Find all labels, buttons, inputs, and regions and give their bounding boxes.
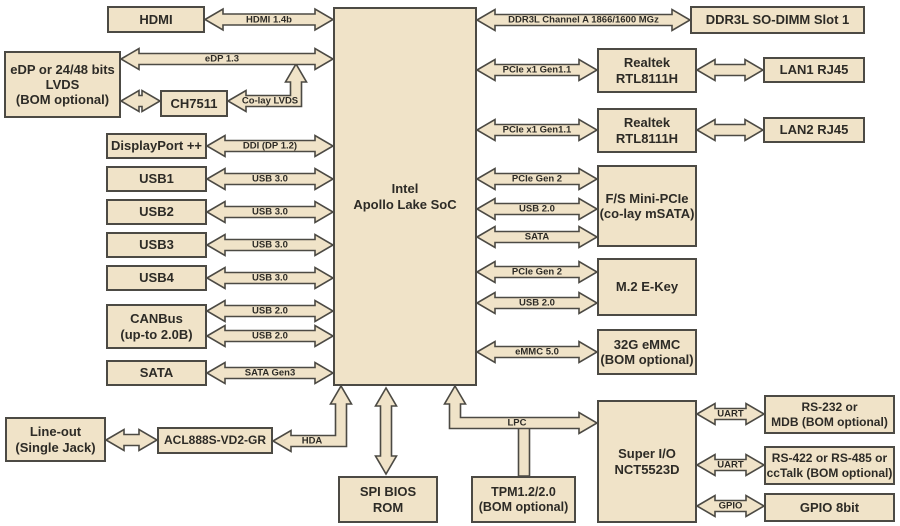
bus-label-satagen3: SATA Gen3: [244, 367, 296, 379]
bus-label-uart1: UART: [717, 408, 744, 420]
bus-label-usb2_m2: USB 2.0: [519, 297, 555, 309]
bus-label-gpio_bus: GPIO: [718, 500, 743, 512]
bus-label-usb3_3: USB 3.0: [252, 239, 288, 251]
node-usb3: USB3: [106, 232, 207, 258]
bus-label-emmc_bus: eMMC 5.0: [515, 346, 559, 358]
node-rtl1: Realtek RTL8111H: [597, 48, 697, 93]
node-label-rs232: RS-232 or MDB (BOM optional): [771, 400, 888, 429]
node-rs232: RS-232 or MDB (BOM optional): [764, 395, 895, 434]
bus-label-colay: Co-lay LVDS: [241, 95, 299, 107]
node-usb1: USB1: [106, 166, 207, 192]
node-hdmi: HDMI: [107, 6, 205, 33]
bus-label-edp_bus: eDP 1.3: [204, 53, 240, 65]
bus-label-usb2_mini: USB 2.0: [519, 203, 555, 215]
bus-label-pcie2: PCIe x1 Gen1.1: [502, 124, 572, 136]
bus-label-usb2_can2: USB 2.0: [252, 330, 288, 342]
node-lan2: LAN2 RJ45: [763, 117, 865, 143]
arrow-hda: [271, 384, 353, 453]
node-alc: ACL888S-VD2-GR: [157, 427, 273, 454]
bus-label-sata_mini: SATA: [524, 231, 550, 243]
node-canbus: CANBus (up-to 2.0B): [106, 304, 207, 349]
bus-label-hda: HDA: [301, 435, 323, 447]
node-label-lineout: Line-out (Single Jack): [15, 424, 96, 455]
node-label-rtl1: Realtek RTL8111H: [615, 55, 679, 86]
node-label-usb4: USB4: [139, 270, 174, 286]
arrow-edp_ch: [119, 89, 162, 113]
node-label-gpio8: GPIO 8bit: [799, 499, 860, 515]
node-label-displayport: DisplayPort ++: [110, 138, 203, 154]
node-label-sata: SATA: [139, 365, 174, 381]
node-label-m2: M.2 E-Key: [615, 279, 679, 295]
bus-label-lpc: LPC: [507, 417, 527, 429]
node-rtl2: Realtek RTL8111H: [597, 108, 697, 153]
node-label-usb1: USB1: [139, 171, 174, 187]
node-edp_lvds: eDP or 24/48 bits LVDS (BOM optional): [4, 51, 121, 118]
node-soc: Intel Apollo Lake SoC: [333, 7, 477, 386]
node-label-canbus: CANBus (up-to 2.0B): [120, 311, 193, 342]
node-label-usb2: USB2: [139, 204, 174, 220]
node-label-alc: ACL888S-VD2-GR: [163, 433, 267, 448]
bus-label-usb3_4: USB 3.0: [252, 272, 288, 284]
node-label-tpm: TPM1.2/2.0 (BOM optional): [478, 484, 569, 514]
node-label-lan2: LAN2 RJ45: [779, 122, 849, 138]
bus-label-usb3_2: USB 3.0: [252, 206, 288, 218]
node-label-soc: Intel Apollo Lake SoC: [353, 181, 457, 212]
arrow-rtl2_lan2: [695, 118, 765, 142]
node-label-rs422: RS-422 or RS-485 or ccTalk (BOM optional…: [766, 451, 893, 480]
node-label-ch7511: CH7511: [170, 95, 218, 111]
node-label-usb3: USB3: [139, 237, 174, 253]
node-tpm: TPM1.2/2.0 (BOM optional): [471, 476, 576, 523]
node-spi: SPI BIOS ROM: [338, 476, 438, 523]
node-label-edp_lvds: eDP or 24/48 bits LVDS (BOM optional): [10, 61, 115, 108]
node-label-rtl2: Realtek RTL8111H: [615, 115, 679, 146]
node-ddr: DDR3L SO-DIMM Slot 1: [690, 6, 865, 34]
node-usb4: USB4: [106, 265, 207, 291]
node-label-lan1: LAN1 RJ45: [779, 62, 849, 78]
node-usb2: USB2: [106, 199, 207, 225]
node-superio: Super I/O NCT5523D: [597, 400, 697, 523]
bus-label-pciegen2_a: PCIe Gen 2: [511, 173, 563, 185]
bus-label-ddr_bus: DDR3L Channel A 1866/1600 MGz: [508, 14, 659, 26]
bus-label-pcie1: PCIe x1 Gen1.1: [502, 64, 572, 76]
node-label-minipcie: F/S Mini-PCIe (co-lay mSATA): [599, 190, 695, 221]
arrow-tpm_stem: [517, 423, 531, 477]
bus-label-ddi: DDI (DP 1.2): [242, 140, 298, 152]
node-lineout: Line-out (Single Jack): [5, 417, 106, 462]
node-label-emmc: 32G eMMC (BOM optional): [600, 336, 694, 367]
bus-label-uart2: UART: [717, 459, 744, 471]
node-emmc: 32G eMMC (BOM optional): [597, 329, 697, 375]
node-sata: SATA: [106, 360, 207, 386]
node-label-hdmi: HDMI: [139, 11, 173, 27]
node-label-ddr: DDR3L SO-DIMM Slot 1: [705, 12, 850, 28]
node-gpio8: GPIO 8bit: [764, 493, 895, 522]
node-displayport: DisplayPort ++: [106, 133, 207, 159]
arrow-spi_bus: [374, 386, 398, 476]
bus-label-usb3_1: USB 3.0: [252, 173, 288, 185]
arrow-rtl1_lan1: [695, 58, 765, 82]
node-m2: M.2 E-Key: [597, 258, 697, 316]
node-minipcie: F/S Mini-PCIe (co-lay mSATA): [597, 165, 697, 247]
arrow-lineout_alc: [104, 428, 159, 452]
node-ch7511: CH7511: [160, 90, 228, 117]
bus-label-usb2_can1: USB 2.0: [252, 305, 288, 317]
bus-label-hdmi_bus: HDMI 1.4b: [246, 14, 292, 25]
node-label-superio: Super I/O NCT5523D: [614, 446, 680, 477]
bus-label-pciegen2_b: PCIe Gen 2: [511, 266, 563, 278]
node-rs422: RS-422 or RS-485 or ccTalk (BOM optional…: [764, 446, 895, 485]
node-lan1: LAN1 RJ45: [763, 57, 865, 83]
node-label-spi: SPI BIOS ROM: [359, 484, 417, 515]
